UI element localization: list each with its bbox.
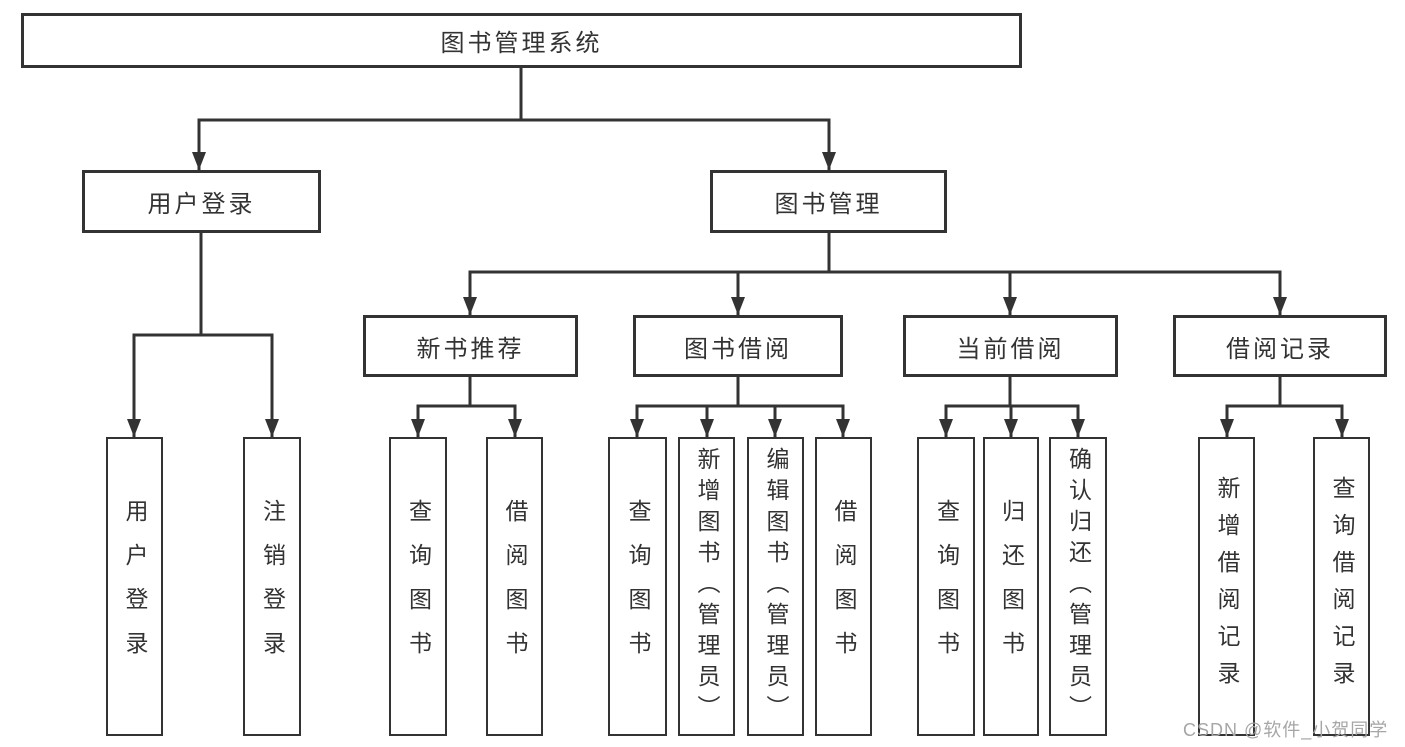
leaf-label: 查询借阅记录 bbox=[1329, 475, 1355, 698]
leaf-add-book-admin: 新增图书（管理员） bbox=[678, 437, 735, 736]
leaf-label: 注销登录 bbox=[259, 498, 286, 675]
leaf-borrow-books: 借阅图书 bbox=[486, 437, 543, 736]
leaf-add-borrow-record: 新增借阅记录 bbox=[1198, 437, 1255, 736]
leaf-confirm-return-admin: 确认归还（管理员） bbox=[1049, 437, 1107, 736]
leaf-label: 查询图书 bbox=[625, 498, 651, 675]
leaf-label: 用户登录 bbox=[122, 498, 148, 675]
node-borrowing-records: 借阅记录 bbox=[1173, 315, 1387, 377]
node-library-management-system: 图书管理系统 bbox=[21, 13, 1022, 68]
leaf-label: 借阅图书 bbox=[831, 498, 857, 675]
node-current-borrowing: 当前借阅 bbox=[903, 315, 1118, 377]
leaf-query-borrow-record: 查询借阅记录 bbox=[1313, 437, 1370, 736]
leaf-label: 新增借阅记录 bbox=[1214, 475, 1240, 698]
leaf-query-books: 查询图书 bbox=[389, 437, 447, 736]
leaf-label: 确认归还（管理员） bbox=[1065, 447, 1092, 726]
leaf-edit-book-admin: 编辑图书（管理员） bbox=[747, 437, 804, 736]
leaf-return-books: 归还图书 bbox=[983, 437, 1039, 736]
leaf-label: 借阅图书 bbox=[502, 498, 528, 675]
node-book-borrowing: 图书借阅 bbox=[633, 315, 843, 377]
leaf-user-login: 用户登录 bbox=[106, 437, 163, 736]
leaf-label: 归还图书 bbox=[998, 498, 1025, 675]
connector-lines bbox=[132, 68, 1344, 437]
leaf-borrow-books: 借阅图书 bbox=[815, 437, 872, 736]
leaf-label: 查询图书 bbox=[405, 498, 432, 675]
leaf-label: 编辑图书（管理员） bbox=[763, 447, 789, 726]
leaf-query-books: 查询图书 bbox=[917, 437, 975, 736]
leaf-query-books: 查询图书 bbox=[608, 437, 667, 736]
node-book-management: 图书管理 bbox=[710, 170, 947, 233]
leaf-logout: 注销登录 bbox=[243, 437, 301, 736]
node-user-login: 用户登录 bbox=[82, 170, 321, 233]
leaf-label: 查询图书 bbox=[933, 498, 960, 675]
node-new-book-recommendation: 新书推荐 bbox=[363, 315, 578, 377]
csdn-watermark: CSDN @软件_小贺同学 bbox=[1183, 720, 1389, 740]
leaf-label: 新增图书（管理员） bbox=[694, 447, 720, 726]
